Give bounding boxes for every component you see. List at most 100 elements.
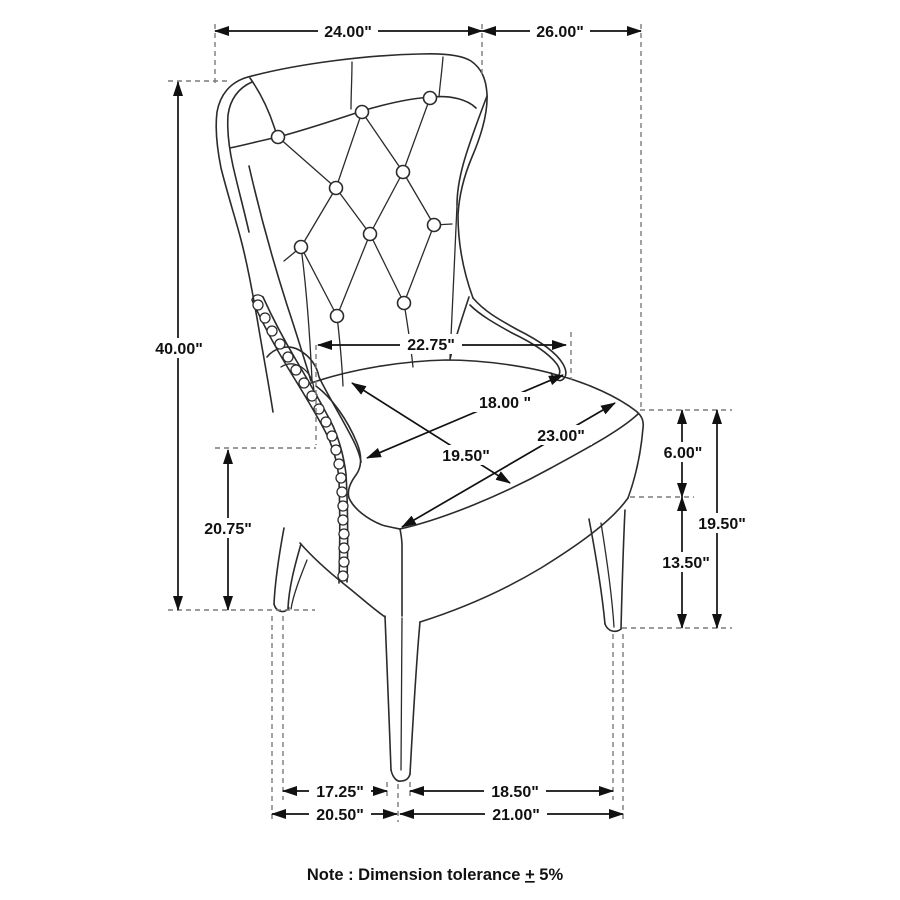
right-leg-left-edge (588, 518, 606, 625)
ear-seam (249, 77, 278, 137)
nailhead (330, 444, 342, 456)
dim-label: 40.00" (155, 341, 203, 358)
nailhead (338, 528, 350, 540)
top-roll-seam-right (438, 56, 444, 98)
nailhead (336, 486, 348, 498)
nailhead (259, 312, 271, 324)
front-leg-right-edge (409, 621, 421, 775)
lattice-line (300, 246, 338, 317)
note-suffix: 5% (535, 866, 564, 884)
tufting-button (422, 90, 438, 106)
right-leg-foot (604, 623, 622, 633)
front-leg-left-edge (384, 615, 392, 771)
nailhead (290, 364, 302, 376)
dim-overall-depth: 26.00" (481, 21, 642, 41)
wing-inner-edge (248, 165, 312, 382)
dim-back-top-width: 24.00" (214, 21, 483, 41)
seat-front-corner-seam (399, 528, 403, 617)
back-right-inner-roll (456, 95, 488, 206)
back-left-ear-outer (215, 76, 274, 413)
nailhead (298, 377, 310, 389)
rear-left-leg-foot (273, 603, 290, 613)
nailhead (306, 390, 318, 402)
lattice-line (300, 187, 337, 248)
dim-overall-height: 40.00" (148, 81, 210, 611)
dim-side-leg-span: 18.50" (409, 781, 614, 801)
chair-line-art (215, 53, 645, 782)
top-roll-seam-left (350, 61, 353, 110)
nailhead-trim (251, 294, 350, 584)
nailhead (320, 416, 332, 428)
right-arm-scurve-outer (472, 297, 567, 382)
dim-label: 20.75" (204, 521, 252, 538)
nailhead (282, 351, 294, 363)
nailhead (274, 338, 286, 350)
dim-label: 19.50" (442, 448, 490, 465)
note-prefix: Note : Dimension tolerance (307, 866, 525, 884)
dim-label: 21.00" (492, 807, 540, 824)
dim-seat-height: 19.50" (691, 409, 753, 629)
dim-label: 24.00" (324, 24, 372, 41)
rear-left-leg-inner (287, 543, 302, 609)
dim-label: 23.00" (537, 428, 585, 445)
dim-label: 19.50" (698, 516, 746, 533)
seat-back-edge (310, 359, 558, 384)
seat (299, 359, 645, 623)
nailhead (333, 458, 345, 470)
dim-front-leg-span: 17.25" (282, 781, 388, 801)
dimension-annotations: 24.00" 26.00" 40.00" 20.75" 22.75" 18.00… (148, 21, 753, 824)
lattice-descender (300, 246, 313, 381)
front-leg-seam (400, 617, 403, 771)
nailhead (335, 472, 347, 484)
tufting-button (293, 239, 309, 255)
tufting-button (329, 308, 345, 324)
dim-back-inner-width: 22.75" (317, 334, 567, 354)
nailhead-band-cap (251, 294, 264, 301)
front-leg-foot (390, 769, 411, 782)
dim-label: 18.50" (491, 784, 539, 801)
nailhead (252, 299, 264, 311)
dim-seat-front-width: 23.00" (401, 402, 616, 528)
lattice-line (369, 171, 404, 235)
dim-arm-height: 20.75" (197, 449, 259, 611)
right-leg-right-edge (620, 509, 626, 630)
tufting-button (396, 295, 412, 311)
nailhead (326, 430, 338, 442)
dim-cushion-thickness: 6.00" (657, 409, 709, 498)
nailhead (337, 570, 349, 582)
lattice-line (335, 187, 371, 235)
tolerance-note: Note : Dimension tolerance + 5% (307, 866, 564, 884)
tufting-button (426, 217, 442, 233)
nailhead (337, 500, 349, 512)
lattice-line (361, 111, 404, 173)
tufting-button (270, 129, 286, 145)
seat-right-edge (556, 374, 645, 499)
tufting-button (354, 104, 370, 120)
nailhead-band-outer (251, 299, 341, 584)
dim-base-front-width: 20.50" (271, 804, 398, 824)
seat-front-top-edge (399, 413, 639, 530)
plus-minus-sign: + (525, 866, 535, 884)
dim-label: 6.00" (664, 445, 703, 462)
dim-label: 17.25" (316, 784, 364, 801)
dim-label: 22.75" (407, 337, 455, 354)
dim-label: 13.50" (662, 555, 710, 572)
dim-leg-height: 13.50" (655, 496, 717, 629)
lattice-line (402, 97, 431, 173)
nailhead (337, 514, 349, 526)
nailhead (266, 325, 278, 337)
lattice-line (369, 233, 405, 304)
dim-base-side-depth: 21.00" (399, 804, 624, 824)
seat-left-corner-edge (315, 385, 401, 530)
dim-label: 26.00" (536, 24, 584, 41)
tufting-button (395, 164, 411, 180)
tufting-button (362, 226, 378, 242)
lattice-line (403, 224, 435, 304)
tufting-button (328, 180, 344, 196)
left-armrest-scroll-outer (266, 346, 362, 463)
dim-label: 20.50" (316, 807, 364, 824)
rear-left-leg-outer (273, 527, 285, 605)
lattice-line (335, 111, 363, 189)
legs (273, 509, 626, 782)
